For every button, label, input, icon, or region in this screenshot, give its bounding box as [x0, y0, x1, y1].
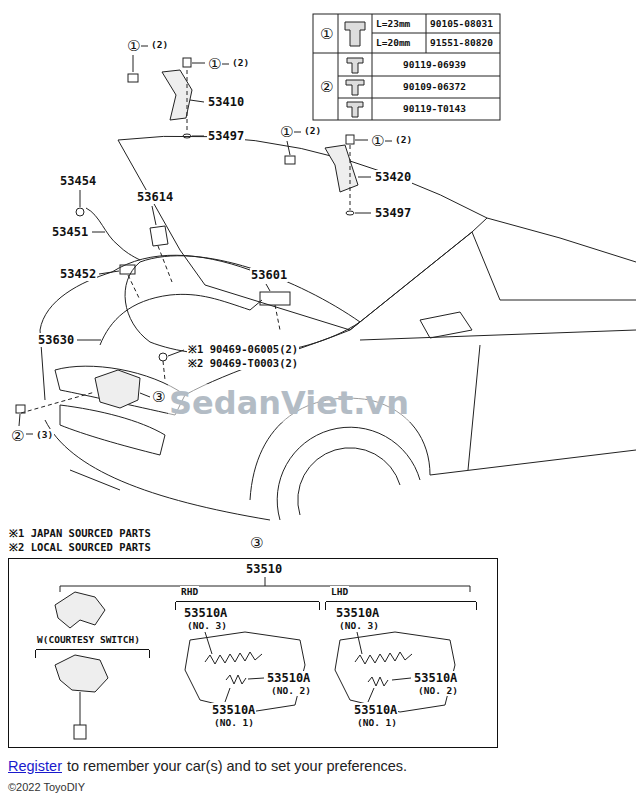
part-number: 53451: [51, 225, 89, 239]
callout-number: ①: [207, 55, 222, 73]
part-note: (NO. 1): [213, 717, 255, 728]
table-cell: ①: [319, 25, 334, 43]
variant-label: RHD: [180, 586, 199, 597]
table-cell: 91551-80820: [429, 37, 494, 48]
table-cell: L=20mm: [375, 37, 411, 48]
part-note: (NO. 2): [270, 685, 312, 696]
quantity: (3): [35, 429, 54, 440]
callout-number: ③: [249, 534, 264, 552]
part-note: (NO. 1): [356, 717, 398, 728]
part-number: 53420: [374, 170, 412, 184]
hood-outline: [118, 136, 487, 330]
copyright: ©2022 ToyoDIY: [7, 781, 86, 793]
part-number: 53510A: [353, 703, 398, 717]
part-number: ※2 90469-T0003(2): [187, 356, 299, 370]
table-cell: L=23mm: [375, 18, 411, 29]
watermark: SedanViet.vn: [168, 384, 410, 422]
part-number: 53510A: [266, 671, 311, 685]
table-frame: [313, 14, 500, 120]
variant-label: LHD: [330, 586, 349, 597]
part-number: 53510A: [335, 606, 380, 620]
part-number: 53510: [245, 562, 283, 576]
part-number: 53454: [59, 174, 97, 188]
table-cell: 90119-06939: [402, 59, 467, 70]
table-cell: ②: [319, 78, 334, 96]
part-number: 53410: [207, 95, 245, 109]
variant-bracket: W(COURTESY SWITCH): [36, 649, 149, 719]
note: ※2 LOCAL SOURCED PARTS: [8, 540, 152, 554]
table-cell: 90105-08031: [429, 18, 494, 29]
callout-number: ①: [279, 123, 294, 141]
part-number: 53497: [374, 206, 412, 220]
callout-number: ①: [370, 132, 385, 150]
part-number: ※1 90469-06005(2): [187, 342, 299, 356]
part-number: 53614: [136, 190, 174, 204]
quantity: (2): [150, 39, 169, 50]
part-number: 53630: [37, 333, 75, 347]
variant-label: W(COURTESY SWITCH): [36, 634, 141, 645]
register-link: Register: [7, 758, 63, 774]
quantity: (2): [303, 125, 322, 136]
part-note: (NO. 3): [338, 620, 380, 631]
part-number: 53510A: [183, 606, 228, 620]
part-number: 53510A: [211, 703, 256, 717]
table-cell: 90109-06372: [402, 81, 467, 92]
part-note: (NO. 2): [417, 685, 459, 696]
note: ※1 JAPAN SOURCED PARTS: [8, 526, 152, 540]
part-note: (NO. 3): [186, 620, 228, 631]
callout-number: ③: [151, 388, 166, 406]
part-number: 53452: [59, 267, 97, 281]
footer-text: to remember your car(s) and to set your …: [66, 758, 408, 774]
quantity: (2): [394, 134, 413, 145]
quantity: (2): [231, 57, 250, 68]
part-number: 53510A: [413, 671, 458, 685]
part-number: 53601: [250, 268, 288, 282]
part-number: 53497: [207, 129, 245, 143]
callout-number: ②: [10, 427, 25, 445]
table-cell: 90119-T0143: [402, 103, 467, 114]
callout-number: ①: [126, 37, 141, 55]
